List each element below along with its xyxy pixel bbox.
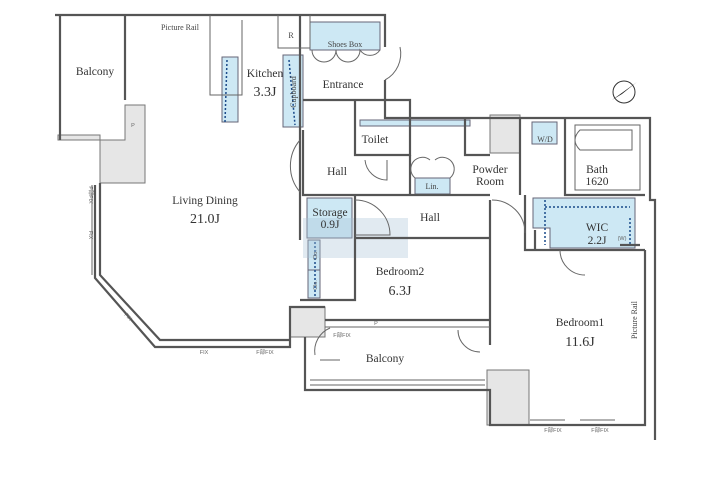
room-label-entrance: Entrance <box>323 79 364 91</box>
picture-rail-right-label: Picture Rail <box>630 300 639 339</box>
room-size-bath: 1620 <box>586 176 609 188</box>
room-label-wic: WIC <box>586 222 609 234</box>
room-size-kitchen: 3.3J <box>254 85 278 100</box>
room-label-storage: Storage <box>312 207 347 219</box>
fridge-label: R <box>288 31 294 40</box>
room-label-hall-2: Hall <box>420 212 440 224</box>
fix-side-label: F部FIX <box>87 186 95 204</box>
room-size-living: 21.0J <box>190 212 221 227</box>
window <box>91 185 615 421</box>
doors <box>289 46 586 356</box>
closet-label-2: Clo. <box>313 280 319 290</box>
walls <box>55 13 657 440</box>
washer-dryer-label: W/D <box>537 135 553 144</box>
shoes-box-label: Shoes Box <box>328 40 362 49</box>
fix-label-diagonal: FIX <box>123 312 134 323</box>
room-label-kitchen: Kitchen <box>247 68 284 80</box>
column <box>289 306 326 338</box>
fix-lower-label-4: F部FIX <box>591 426 609 434</box>
wic-w-label: (W) <box>618 236 627 242</box>
room-label-bath: Bath <box>586 164 608 176</box>
linen-label: Lin. <box>425 182 438 191</box>
column <box>57 104 146 184</box>
room-label-toilet: Toilet <box>362 134 389 146</box>
room-label-balcony: Balcony <box>76 66 115 78</box>
pipe-label: P <box>131 123 135 129</box>
room-label-bedroom2: Bedroom2 <box>376 266 425 278</box>
shaft <box>489 114 521 154</box>
picture-rail-label: Picture Rail <box>161 23 200 32</box>
room-label-living: Living Dining <box>172 195 238 207</box>
room-label-powder-room: Room <box>476 176 504 188</box>
closet-label: Clo. <box>313 250 319 260</box>
room-size-storage: 0.9J <box>321 219 340 231</box>
pipe-label-2: P <box>374 321 378 327</box>
fix-label: FIX <box>200 350 209 356</box>
room-label-bedroom1: Bedroom1 <box>556 317 605 329</box>
room-label-hall: Hall <box>327 166 347 178</box>
cupboard-label: Cupboard <box>289 76 298 108</box>
room-size-bedroom1: 11.6J <box>565 335 595 350</box>
column <box>486 369 530 426</box>
fix-side-label-2: FIX <box>87 231 93 240</box>
storage-areas <box>221 21 636 299</box>
room-label-balcony-2: Balcony <box>366 353 405 365</box>
fix-lower-label: F部FIX <box>256 348 274 356</box>
room-size-bedroom2: 6.3J <box>389 284 413 299</box>
fix-lower-label-2: F部FIX <box>333 331 351 339</box>
fix-lower-label-3: F部FIX <box>544 426 562 434</box>
room-size-wic: 2.2J <box>588 235 607 247</box>
room-label-powder: Powder <box>472 164 507 176</box>
north-arrow-icon <box>612 80 637 104</box>
